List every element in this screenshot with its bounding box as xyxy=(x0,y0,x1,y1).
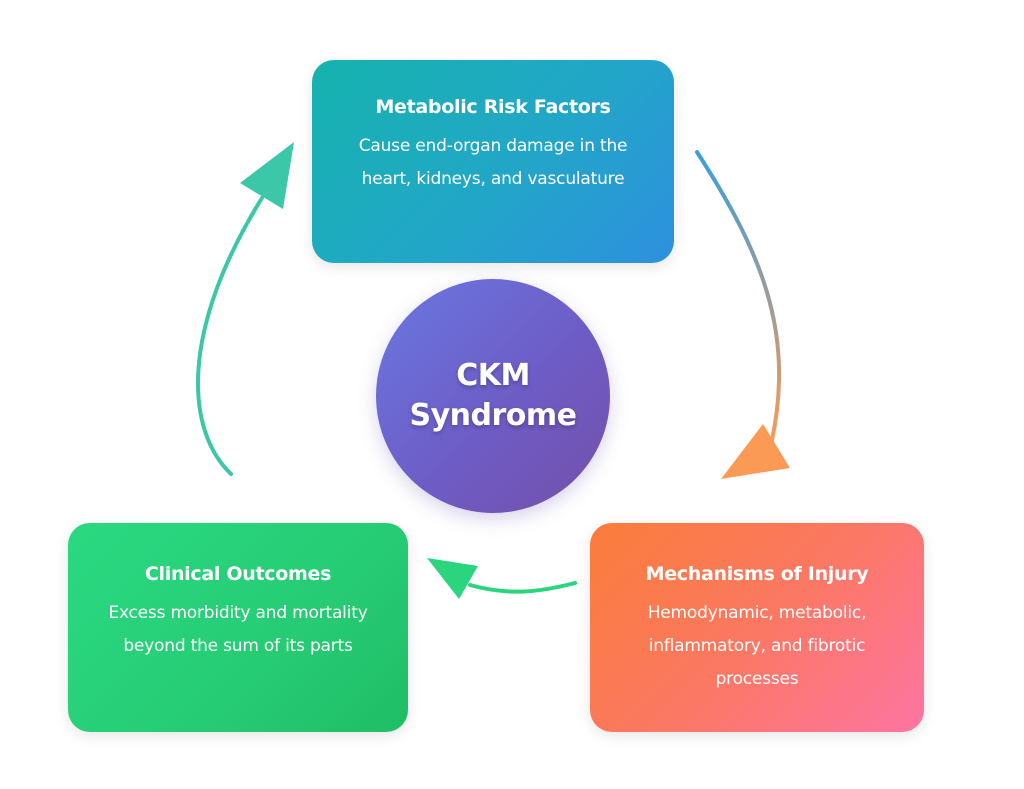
center-node-ckm-syndrome: CKM Syndrome xyxy=(376,279,610,513)
arrow-mechanisms-to-outcomes xyxy=(427,558,577,599)
node-title: Clinical Outcomes xyxy=(144,563,332,585)
center-title-line2: Syndrome xyxy=(409,398,577,433)
arrow-metabolic-to-mechanisms xyxy=(695,150,790,479)
node-title: Mechanisms of Injury xyxy=(645,563,869,585)
node-mechanisms-of-injury: Mechanisms of Injury Hemodynamic, metabo… xyxy=(590,523,924,732)
node-metabolic-risk-factors: Metabolic Risk Factors Cause end-organ d… xyxy=(312,60,674,263)
node-title: Metabolic Risk Factors xyxy=(375,96,611,118)
center-title-line1: CKM xyxy=(456,358,530,393)
node-description: Cause end-organ damage in the heart, kid… xyxy=(358,136,628,189)
arrow-outcomes-to-metabolic xyxy=(196,142,294,476)
node-description: Excess morbidity and mortality beyond th… xyxy=(108,603,368,656)
node-description: Hemodynamic, metabolic, inflammatory, an… xyxy=(647,603,867,689)
node-clinical-outcomes: Clinical Outcomes Excess morbidity and m… xyxy=(68,523,408,732)
